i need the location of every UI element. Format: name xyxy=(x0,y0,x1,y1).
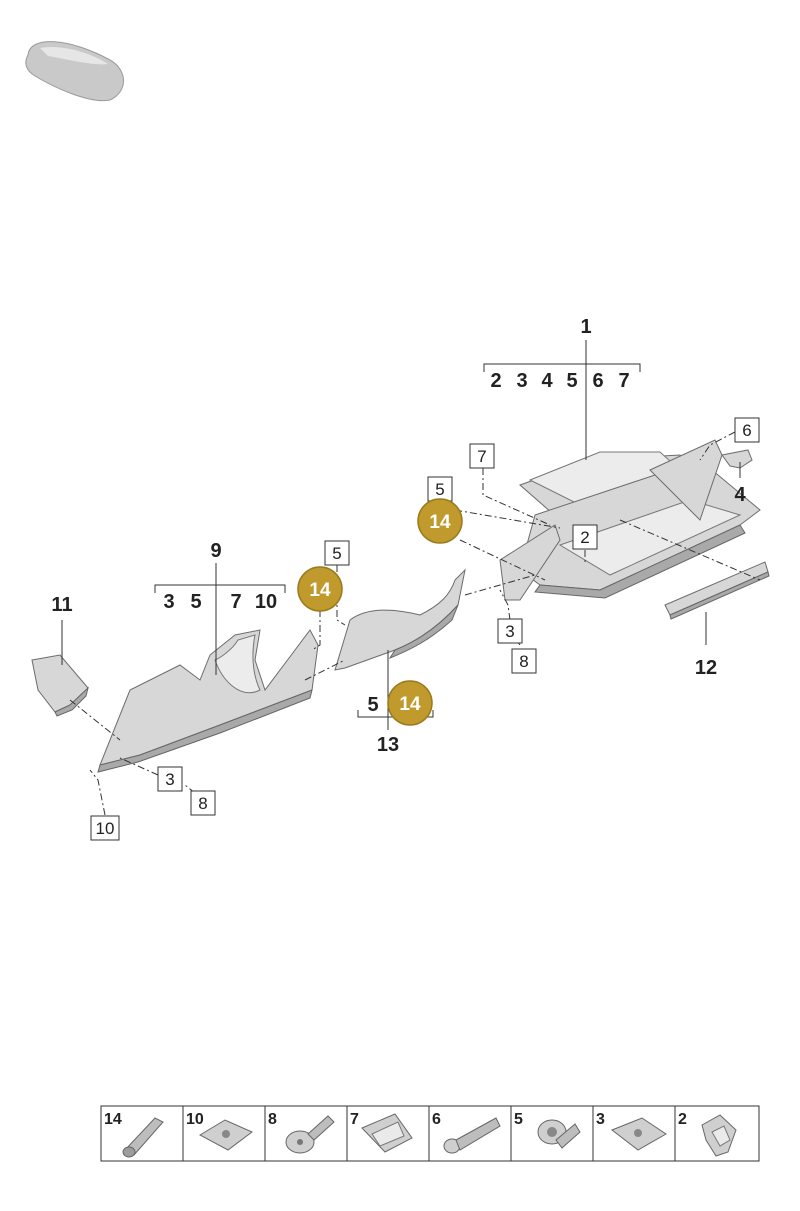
callout-1-group-item: 3 xyxy=(516,370,527,392)
callout-1-group-item: 4 xyxy=(541,370,553,392)
svg-text:5: 5 xyxy=(332,544,341,563)
callout-13: 13 xyxy=(377,734,399,756)
callout-1-group-item: 5 xyxy=(566,370,577,392)
screw-icon xyxy=(285,1115,335,1154)
glove-box-part-1 xyxy=(499,439,761,601)
callout-1: 1 xyxy=(580,316,591,338)
svg-text:8: 8 xyxy=(519,652,528,671)
callout-9-group-item: 3 xyxy=(163,591,174,613)
callout-12: 12 xyxy=(695,657,717,679)
legend-number: 3 xyxy=(596,1111,605,1128)
callout-11: 11 xyxy=(51,594,72,616)
svg-text:14: 14 xyxy=(399,694,421,715)
callout-9-group-item: 7 xyxy=(230,591,241,613)
spring-clip-icon xyxy=(361,1113,413,1153)
box-label-8: 8 xyxy=(511,648,537,674)
callout-4: 4 xyxy=(734,484,746,506)
box-label-8: 8 xyxy=(190,790,216,816)
legend-number: 2 xyxy=(678,1111,687,1128)
knee-panel-part-13 xyxy=(334,568,466,671)
badge-14: 14 xyxy=(387,680,433,726)
fastener-legend: 14 10 8 7 6 5 3 2 xyxy=(100,1105,760,1162)
callout-13-prefix: 5 xyxy=(367,694,378,716)
svg-text:7: 7 xyxy=(477,447,486,466)
svg-text:14: 14 xyxy=(429,512,451,533)
legend-number: 10 xyxy=(186,1111,204,1128)
box-label-5: 5 xyxy=(324,540,350,566)
box-label-3: 3 xyxy=(497,618,523,644)
box-label-2: 2 xyxy=(572,524,598,550)
box-label-10: 10 xyxy=(90,815,120,841)
legend-number: 14 xyxy=(104,1111,122,1128)
legend-number: 6 xyxy=(432,1111,441,1128)
clamp-clip-icon xyxy=(701,1114,737,1157)
box-label-5: 5 xyxy=(427,476,453,502)
badge-14: 14 xyxy=(417,498,463,544)
rivet-icon xyxy=(443,1117,501,1154)
cage-nut-icon xyxy=(610,1117,667,1151)
svg-text:3: 3 xyxy=(505,622,514,641)
trim-strip-part-12 xyxy=(664,561,770,620)
push-pin-icon xyxy=(122,1117,164,1158)
svg-text:10: 10 xyxy=(96,819,115,838)
badge-14: 14 xyxy=(297,566,343,612)
svg-text:5: 5 xyxy=(435,480,444,499)
svg-text:2: 2 xyxy=(580,528,589,547)
callout-1-group-item: 7 xyxy=(618,370,629,392)
clip-nut-icon xyxy=(198,1119,253,1151)
box-label-7: 7 xyxy=(469,443,495,469)
legend-number: 7 xyxy=(350,1111,359,1128)
callout-9: 9 xyxy=(210,540,221,562)
clip-part-4 xyxy=(721,449,753,469)
lower-trim-panel-part-9 xyxy=(97,629,319,773)
legend-number: 5 xyxy=(514,1111,523,1128)
svg-text:8: 8 xyxy=(198,794,207,813)
callout-9-group-item: 10 xyxy=(255,591,277,613)
callout-9-group-item: 5 xyxy=(190,591,201,613)
bracket-part-11 xyxy=(31,654,89,717)
svg-text:6: 6 xyxy=(742,421,751,440)
callout-1-group-item: 6 xyxy=(592,370,603,392)
callout-1-group-item: 2 xyxy=(490,370,501,392)
box-label-3: 3 xyxy=(157,766,183,792)
legend-number: 8 xyxy=(268,1111,277,1128)
car-thumbnail-icon xyxy=(25,41,124,102)
grommet-icon xyxy=(537,1119,581,1149)
svg-text:3: 3 xyxy=(165,770,174,789)
box-label-6: 6 xyxy=(734,417,760,443)
svg-text:14: 14 xyxy=(309,580,331,601)
